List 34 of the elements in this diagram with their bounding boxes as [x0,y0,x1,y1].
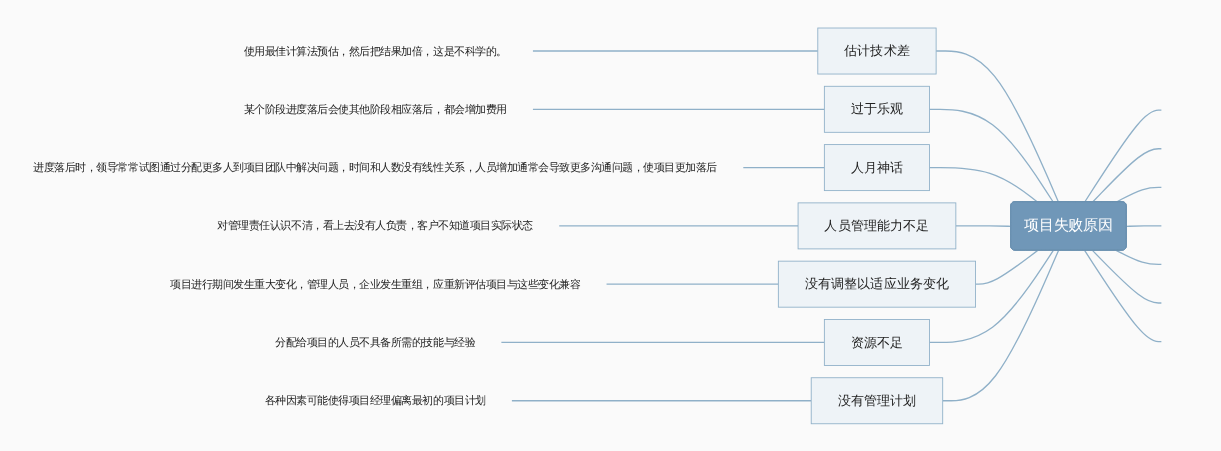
connector [935,49,1060,203]
node-text: 使用最佳计算法预估，然后把结果加倍，这是不科学的。 [243,44,507,57]
node-text: 分配给项目的人员不具备所需的技能与经验 [275,335,476,349]
connector [1115,249,1163,265]
connector [955,224,1012,227]
connector [500,341,826,343]
node-box: 估计技术差 [817,27,937,75]
connector [1126,224,1163,227]
connector [1092,147,1163,203]
connector [942,249,1060,401]
node-box: 过于乐观 [823,85,930,133]
connector [1092,249,1163,304]
connector [1084,109,1163,203]
connector [532,49,819,52]
connector [928,249,1054,343]
node-box: 没有管理计划 [810,376,944,424]
node-text: 某个阶段进度落后会使其他阶段相应落后，都会增加费用 [243,102,507,116]
connector [974,249,1039,285]
connector [742,166,826,168]
connector [1084,249,1163,342]
connector [558,224,799,227]
node-text: 对管理责任认识不清，看上去没有人负责，客户不知道项目实际状态 [217,219,533,232]
connector [511,399,812,401]
node-box: 资源不足 [823,318,930,366]
node-text: 进度落后时，领导常常试图通过分配更多人到项目团队中解决问题，时间和人数没有线性关系，人员增加通常会导致更多沟通问题，使项目更加落后 [33,161,717,174]
connector [928,166,1039,203]
node-box: 人月神话 [823,143,930,191]
node-box: 人员管理能力不足 [797,202,957,249]
node-box: 没有调整以适应业务变化 [777,260,976,308]
connector [928,108,1054,203]
connector [605,283,779,285]
node-text: 项目进行期间发生重大变化，管理人员，企业发生重组，应重新评估项目与这些变化兼容 [170,277,581,290]
node-text: 各种因素可能使得项目经理偏离最初的项目计划 [264,394,486,407]
connector [532,108,826,110]
